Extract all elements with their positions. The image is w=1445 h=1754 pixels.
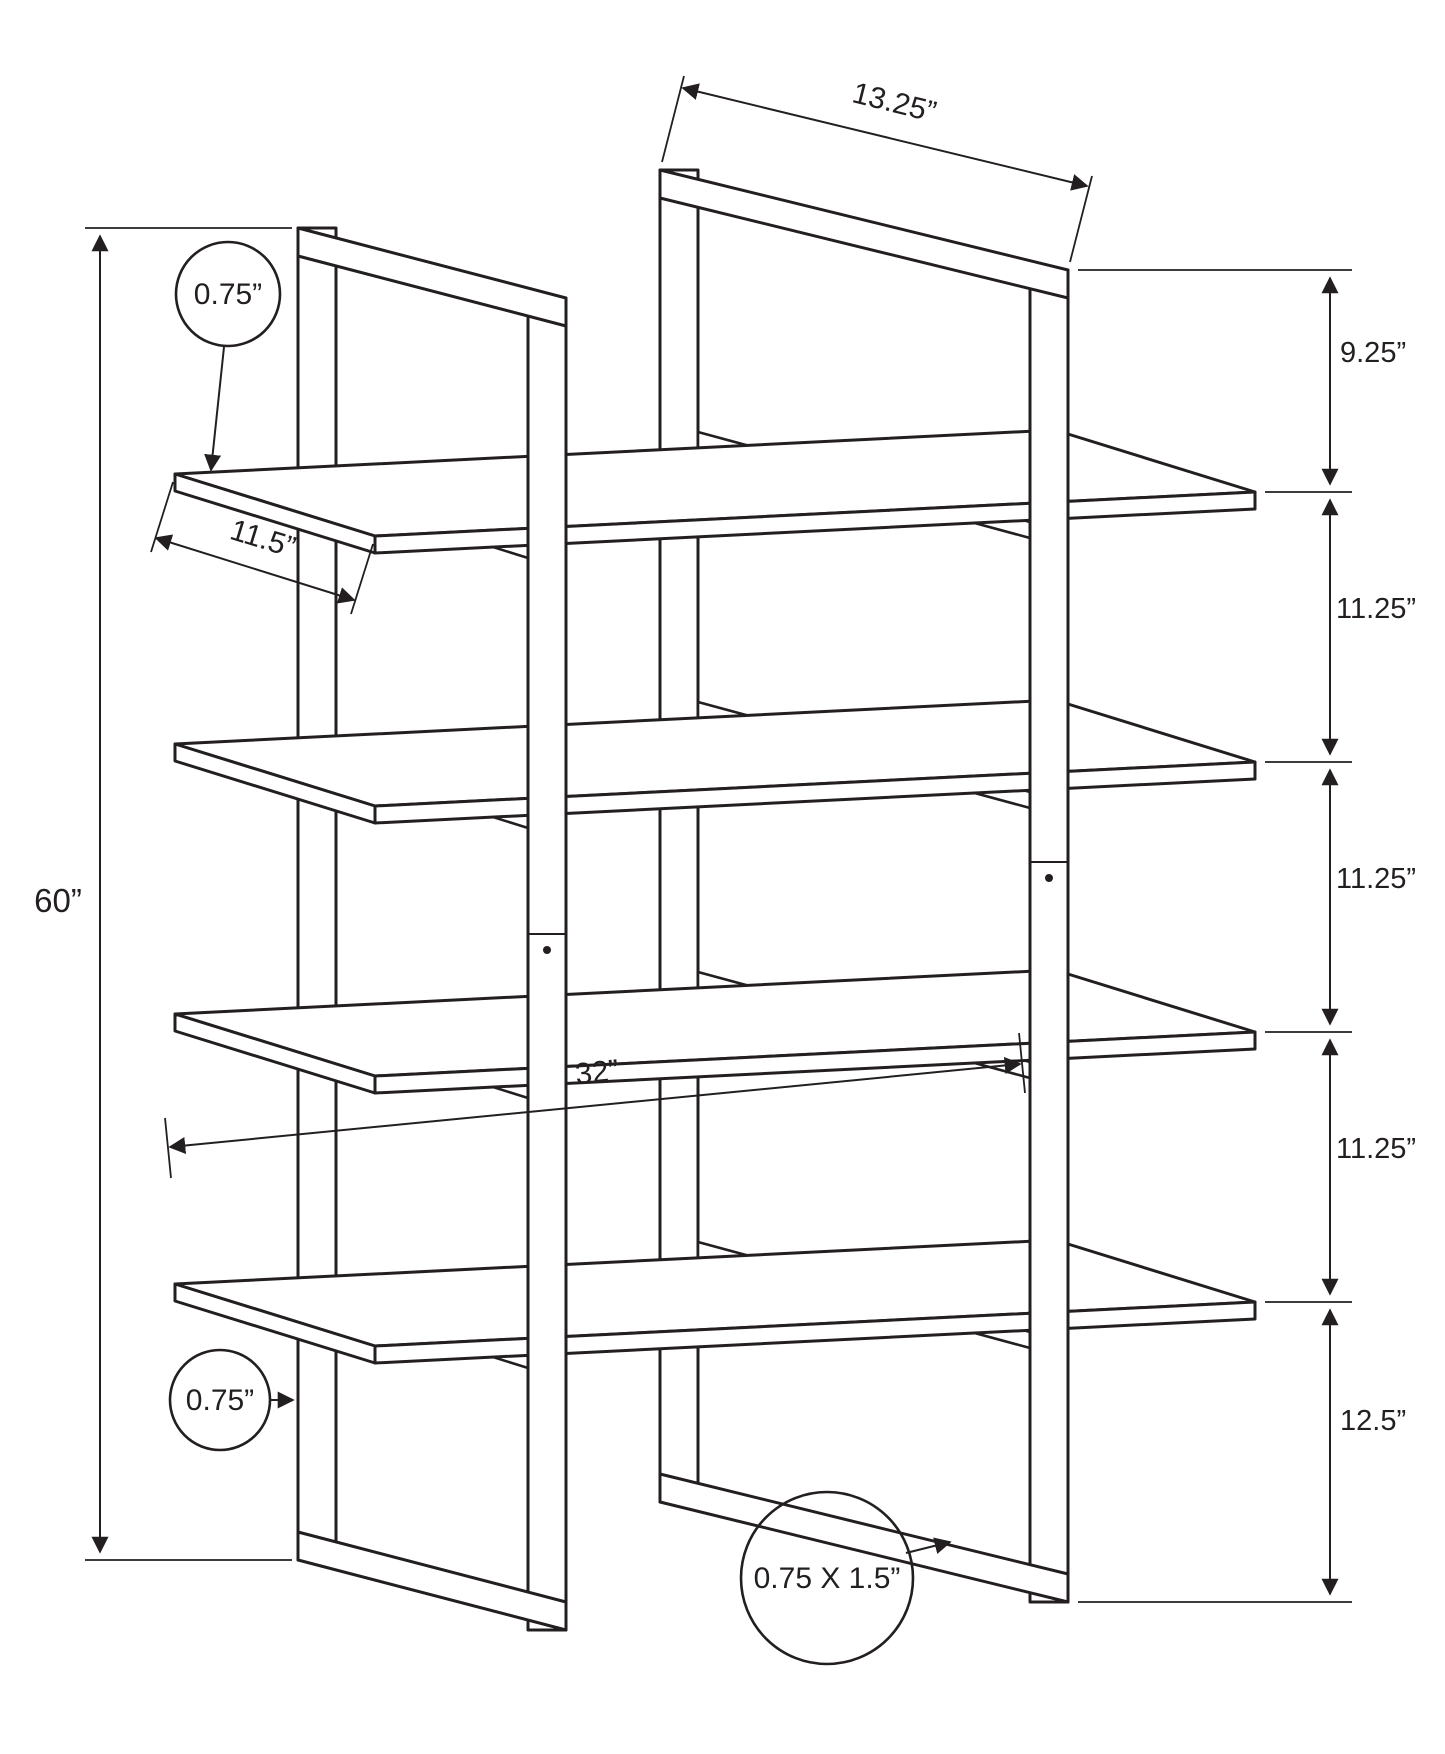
callout-post-width: 0.75” xyxy=(168,1348,295,1452)
dim-label-frame-depth: 13.25” xyxy=(849,76,940,129)
dim-label-gap-3: 11.25” xyxy=(1336,1133,1416,1165)
dimension-arrow xyxy=(168,1057,1022,1154)
dimension-arrow xyxy=(154,534,356,604)
dim-shelf-width: 32” xyxy=(164,1032,1026,1179)
shelf-1-end-edge xyxy=(173,472,377,555)
callout-label-frame-profile: 0.75 X 1.5” xyxy=(754,1562,901,1595)
callout-shelf-thickness: 0.75” xyxy=(174,240,282,472)
right-frame-front-post xyxy=(1028,268,1070,1604)
callout-label-shelf-thickness: 0.75” xyxy=(194,278,262,311)
callout-circle xyxy=(174,240,282,348)
extension-line xyxy=(1069,175,1093,263)
callout-frame-profile: 0.75 X 1.5” xyxy=(739,1490,952,1666)
leader-arrow xyxy=(204,346,225,472)
extension-line xyxy=(350,543,374,615)
callout-circle xyxy=(168,1348,272,1452)
callout-label-post-width: 0.75” xyxy=(186,1384,254,1417)
extension-line xyxy=(1018,1032,1026,1094)
extension-line xyxy=(164,1117,172,1179)
right-frame-bottom-bar xyxy=(658,1472,1070,1604)
dim-label-gap-bottom: 12.5” xyxy=(1340,1405,1406,1437)
dim-label-overall-height: 60” xyxy=(34,882,82,919)
left-frame-back-post xyxy=(296,226,338,1562)
dim-label-gap-1: 11.25” xyxy=(1336,593,1416,625)
screw-dot xyxy=(1045,874,1053,882)
left-frame-front-post xyxy=(526,296,568,1632)
right-frame-top-bar xyxy=(658,168,1070,300)
right-frame-rungs xyxy=(696,430,1032,1350)
left-frame-top-bar xyxy=(296,226,568,328)
dim-label-gap-top: 9.25” xyxy=(1340,337,1406,369)
dim-label-gap-2: 11.25” xyxy=(1336,863,1416,895)
callout-circle xyxy=(739,1490,915,1666)
dim-overall-height: 60” xyxy=(34,227,292,1561)
left-frame-bottom-bar xyxy=(296,1530,568,1632)
left-frame-rungs xyxy=(334,480,530,1370)
extension-line xyxy=(661,75,685,163)
leader-arrow xyxy=(905,1537,952,1554)
screw-dot xyxy=(543,946,551,954)
dim-gap-chain: 9.25” 11.25” 11.25” 11.25” 12.5” xyxy=(1078,269,1416,1603)
shelf-2-end-edge xyxy=(173,742,377,825)
shelf-4-end-edge xyxy=(173,1282,377,1365)
dimension-arrow xyxy=(681,83,1089,191)
dim-label-shelf-width: 32” xyxy=(574,1054,621,1091)
